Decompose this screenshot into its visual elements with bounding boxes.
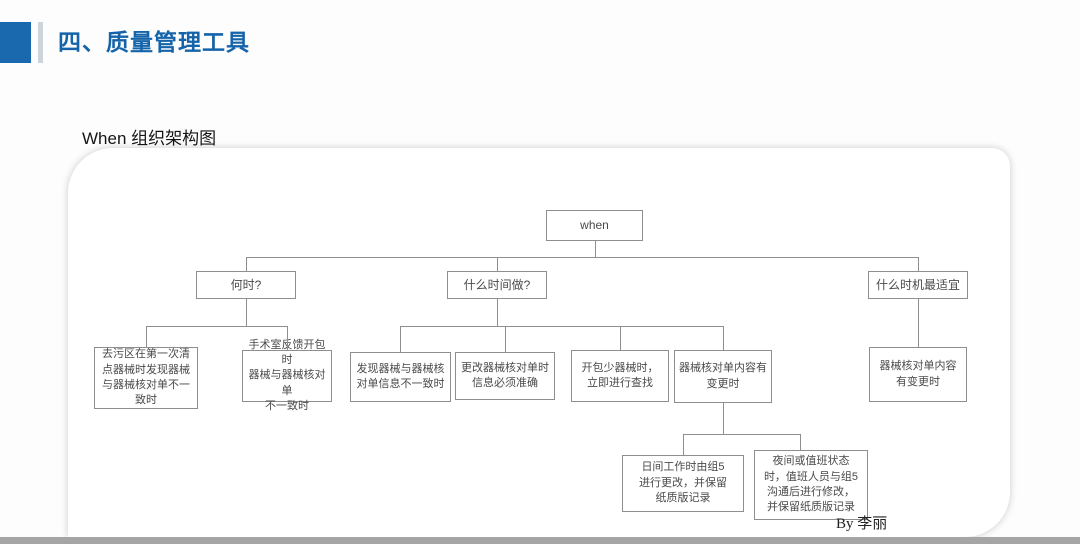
connector-line	[246, 257, 247, 271]
connector-line	[595, 241, 596, 257]
page-title: 四、质量管理工具	[58, 29, 250, 55]
connector-line	[683, 434, 684, 455]
connector-line	[246, 299, 247, 326]
connector-line	[497, 257, 498, 271]
connector-line	[620, 326, 621, 350]
connector-line	[505, 326, 506, 352]
node-leaf-checklist-content-changed-right: 器械核对单内容 有变更时	[869, 347, 967, 402]
connector-line	[723, 326, 724, 350]
connector-line	[246, 257, 918, 258]
node-branch-best-timing: 什么时机最适宜	[868, 271, 968, 299]
node-subleaf-daytime-group5: 日间工作时由组5 进行更改，并保留 纸质版记录	[622, 455, 744, 512]
node-leaf-or-feedback-open-pack: 手术室反馈开包时 器械与器械核对单 不一致时	[242, 339, 332, 412]
connector-line	[400, 326, 723, 327]
node-leaf-info-mismatch: 发现器械与器械核 对单信息不一致时	[350, 352, 451, 402]
node-subleaf-night-shift: 夜间或值班状态 时，值班人员与组5 沟通后进行修改， 并保留纸质版记录	[754, 450, 868, 520]
accent-square	[0, 22, 31, 63]
node-leaf-change-checklist-accurate: 更改器械核对单时 信息必须准确	[455, 352, 555, 400]
diagram-card: when 何时? 什么时间做? 什么时机最适宜 去污区在第一次清 点器械时发现器…	[68, 148, 1010, 537]
node-root-when: when	[546, 210, 643, 241]
author-credit: By 李丽	[836, 516, 888, 532]
connector-line	[146, 326, 147, 347]
connector-line	[918, 257, 919, 271]
node-leaf-missing-instrument-search: 开包少器械时， 立即进行查找	[571, 350, 669, 402]
connector-line	[683, 434, 800, 435]
connector-line	[918, 299, 919, 347]
connector-line	[146, 326, 287, 327]
accent-bar	[38, 22, 43, 63]
diagram-subtitle: When 组织架构图	[82, 129, 217, 148]
node-branch-when: 何时?	[196, 271, 296, 299]
bottom-strip	[0, 537, 1080, 544]
node-branch-what-time-to-do: 什么时间做?	[447, 271, 547, 299]
connector-line	[497, 299, 498, 326]
node-leaf-decontamination-first-count: 去污区在第一次清 点器械时发现器械 与器械核对单不一 致时	[94, 347, 198, 409]
connector-line	[723, 403, 724, 434]
connector-line	[287, 326, 288, 350]
connector-line	[400, 326, 401, 352]
node-leaf-checklist-content-changed: 器械核对单内容有 变更时	[674, 350, 772, 403]
connector-line	[800, 434, 801, 450]
